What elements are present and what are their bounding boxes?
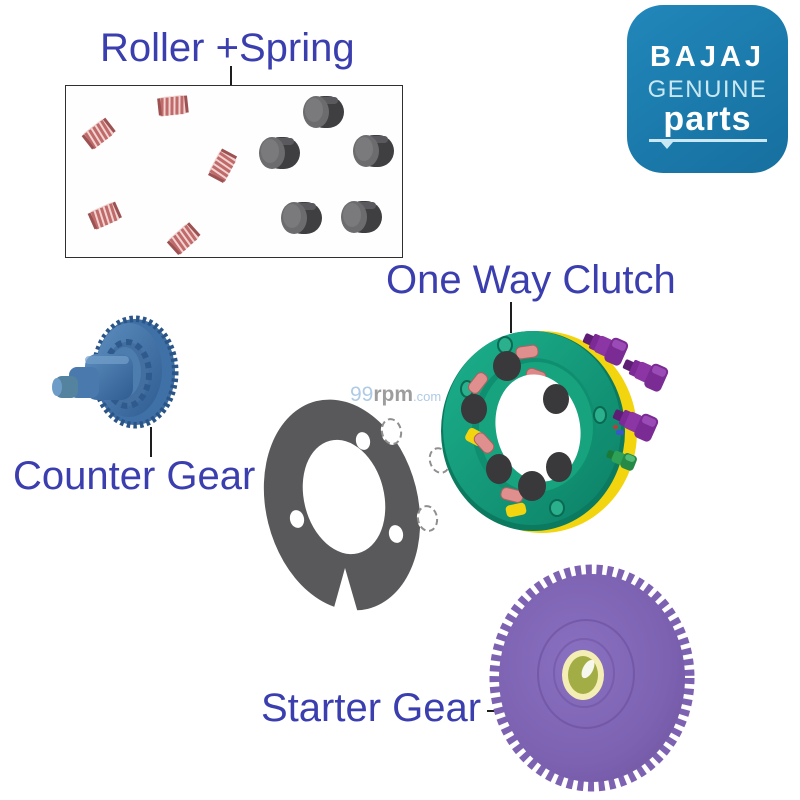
logo-underline xyxy=(648,139,767,150)
roller xyxy=(259,137,300,169)
starter-gear-illustration xyxy=(489,564,695,792)
label-starter-gear: Starter Gear xyxy=(261,686,482,730)
counter-gear-illustration xyxy=(52,315,179,429)
purple-bolt xyxy=(582,333,629,366)
connector-one-way-clutch xyxy=(510,302,512,333)
label-counter-gear: Counter Gear xyxy=(13,454,256,498)
watermark-mid: rpm xyxy=(373,383,414,406)
roller xyxy=(281,202,322,234)
roller-spring-box xyxy=(65,85,403,258)
spring xyxy=(166,222,201,255)
gasket xyxy=(263,399,421,622)
spring xyxy=(157,94,189,117)
bajaj-genuine-parts-logo: BAJAJ GENUINE parts xyxy=(627,5,788,173)
watermark-prefix: 99 xyxy=(350,383,374,406)
connector-counter-gear xyxy=(150,427,152,457)
purple-bolt xyxy=(612,409,659,442)
logo-parts-text: parts xyxy=(663,99,752,138)
green-bolt xyxy=(606,450,637,471)
connector-roller-spring xyxy=(230,66,232,86)
logo-brand-text: BAJAJ xyxy=(649,41,766,73)
gasket-notch xyxy=(330,568,360,622)
label-roller-spring: Roller +Spring xyxy=(100,26,355,70)
roller xyxy=(303,96,344,128)
roller xyxy=(353,135,394,167)
one-way-clutch-illustration xyxy=(441,331,637,533)
starter-gear-teeth xyxy=(489,564,695,792)
spring xyxy=(81,117,116,150)
label-one-way-clutch: One Way Clutch xyxy=(386,258,676,302)
watermark-suffix: .com xyxy=(413,389,442,404)
purple-bolt xyxy=(622,359,669,392)
spring xyxy=(208,148,238,183)
logo-genuine-text: GENUINE xyxy=(647,76,768,103)
roller xyxy=(341,201,382,233)
logo-arrow-icon xyxy=(660,142,673,150)
watermark: 99rpm.com xyxy=(350,383,441,407)
spring xyxy=(87,201,122,230)
clutch-rollers xyxy=(461,351,572,501)
